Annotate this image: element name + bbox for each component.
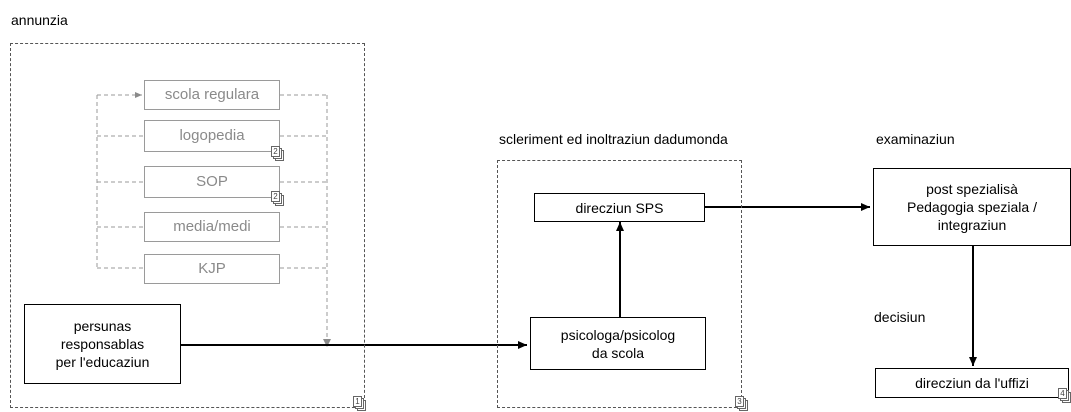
doc-marker-decisiun: 4	[1058, 388, 1071, 403]
section-annunzia-label: annunzia	[11, 12, 68, 28]
box-direcziun-sps: direcziun SPS	[534, 193, 705, 222]
box-psicologa: psicologa/psicolog da scola	[530, 317, 706, 370]
box-logopedia: logopedia	[144, 120, 280, 152]
box-kjp: KJP	[144, 254, 280, 284]
section-examinaziun-label: examinaziun	[876, 131, 955, 147]
box-direcziun-uffizi: direcziun da l'uffizi	[875, 368, 1069, 398]
box-media-medi: media/medi	[144, 212, 280, 242]
box-post-spezialisa: post spezialisà Pedagogia speziala / int…	[873, 168, 1071, 246]
section-decisiun-label: decisiun	[874, 309, 926, 325]
doc-marker-logopedia: 2	[271, 146, 284, 161]
scleriment-frame	[497, 160, 742, 408]
box-persunas-responsablas: persunas responsablas per l'educaziun	[24, 304, 181, 384]
annunzia-frame	[10, 43, 365, 408]
section-scleriment-label: scleriment ed inoltraziun dadumonda	[499, 131, 728, 147]
box-sop: SOP	[144, 166, 280, 198]
doc-marker-annunzia: 1	[353, 396, 366, 411]
doc-marker-scleriment: 3	[735, 396, 748, 411]
doc-marker-sop: 2	[271, 191, 284, 206]
box-scola-regulara: scola regulara	[144, 80, 280, 110]
